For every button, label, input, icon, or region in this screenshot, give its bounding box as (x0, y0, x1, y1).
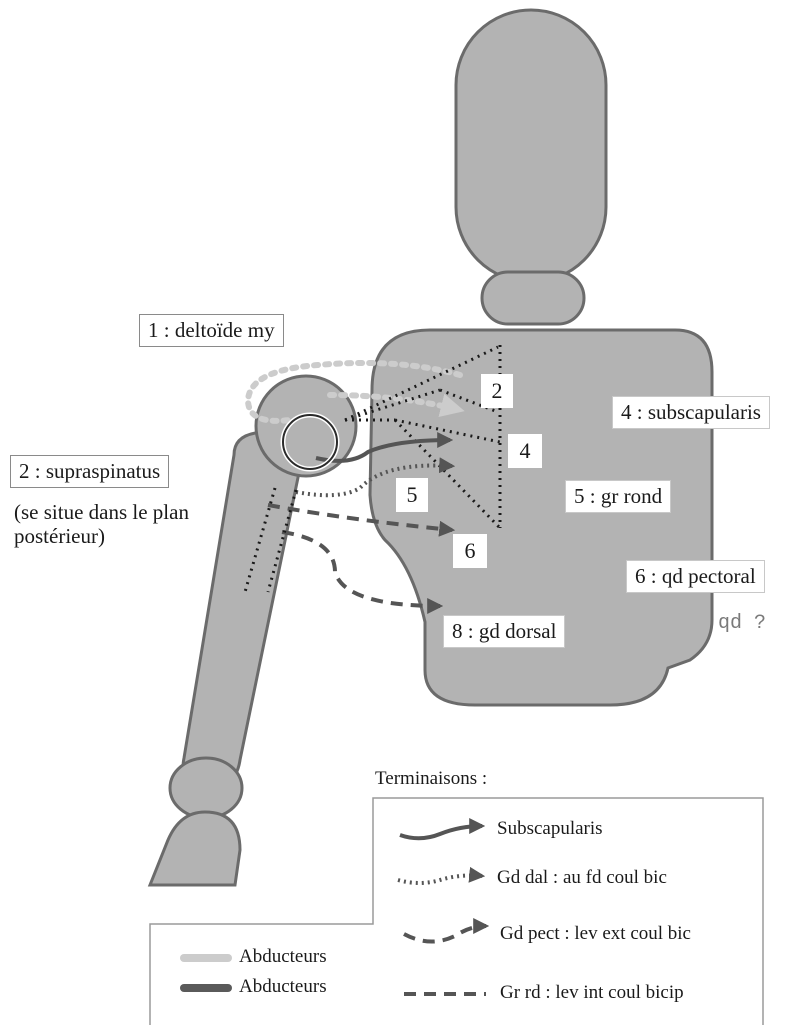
label-pectoral: 6 : qd pectoral (626, 560, 765, 593)
label-supraspinatus: 2 : supraspinatus (10, 455, 169, 488)
label-subscapularis: 4 : subscapularis (612, 396, 770, 429)
label-deltoid: 1 : deltoïde my (139, 314, 284, 347)
label-supraspinatus-note: (se situe dans le plan postérieur) (14, 500, 189, 548)
solid-arrow-icon (400, 826, 482, 838)
elbow-shape (170, 758, 242, 818)
legend-item-subscapularis: Subscapularis (497, 818, 603, 840)
forearm-shape (150, 812, 240, 885)
legend-item-gr-rd: Gr rd : lev int coul bicip (500, 982, 684, 1004)
torso-shape (370, 330, 712, 705)
legend-title: Terminaisons : (375, 768, 487, 790)
dashed-curved-arrow-icon (404, 926, 486, 942)
upper-arm-shape (183, 432, 302, 788)
dotted-arrow-icon (398, 876, 482, 884)
label-teres-major: 5 : gr rond (565, 480, 671, 513)
head-shape (456, 10, 606, 282)
label-question: qd ? (718, 612, 766, 635)
number-5: 5 (396, 478, 428, 512)
number-6: 6 (453, 534, 487, 568)
number-2: 2 (481, 374, 513, 408)
number-4: 4 (508, 434, 542, 468)
legend-item-gd-dal: Gd dal : au fd coul bic (497, 867, 667, 889)
legend-abductors-light: Abducteurs (239, 946, 327, 968)
legend-item-gd-pect: Gd pect : lev ext coul bic (500, 923, 691, 945)
label-dorsal: 8 : gd dorsal (443, 615, 565, 648)
neck-shape (482, 272, 584, 324)
legend-abductors-dark: Abducteurs (239, 976, 327, 998)
